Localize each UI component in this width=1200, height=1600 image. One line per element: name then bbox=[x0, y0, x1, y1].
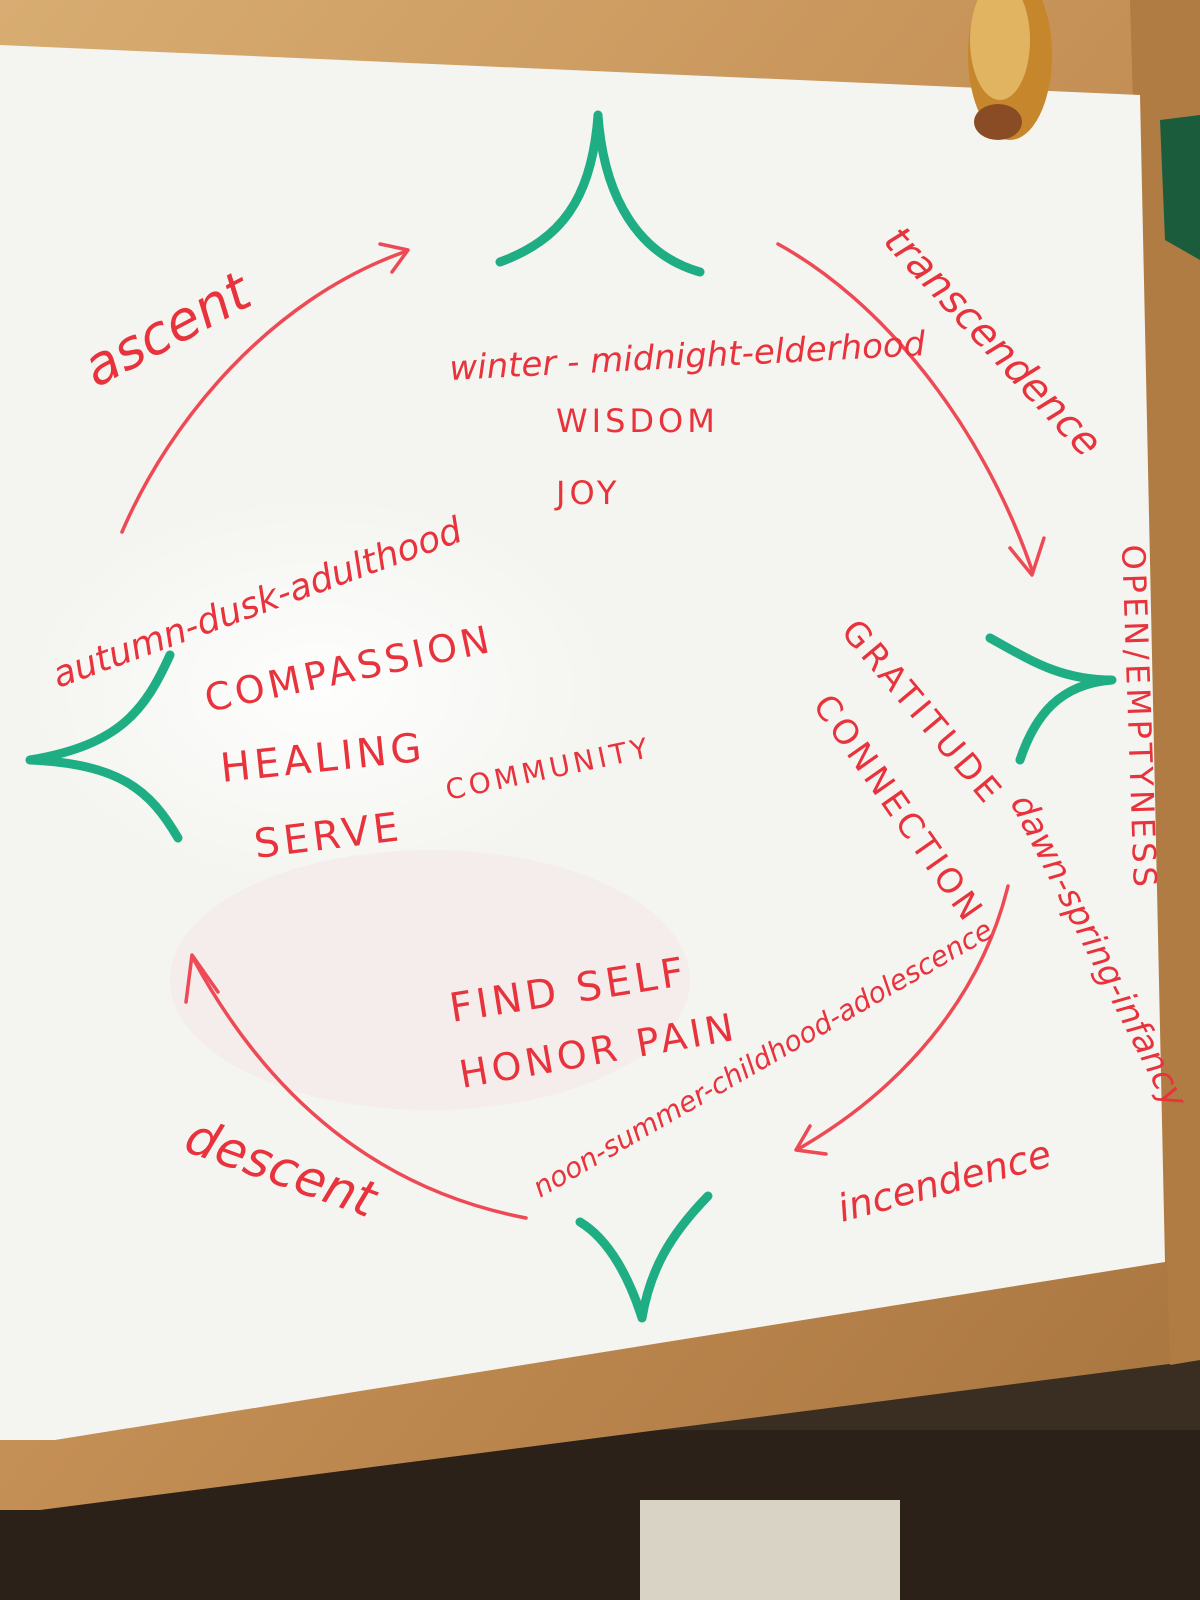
transcendence-arc bbox=[776, 242, 1034, 572]
green-book-edge bbox=[1160, 115, 1200, 260]
incendence-arrowhead bbox=[794, 1124, 828, 1156]
east-marker-icon bbox=[985, 633, 1117, 765]
west-marker-icon bbox=[25, 650, 183, 843]
winter-quality-1: WISDOM bbox=[556, 402, 719, 440]
faint-erased-marks bbox=[170, 850, 690, 1110]
transcendence-arrowhead bbox=[1008, 536, 1046, 577]
cycle-arrows bbox=[120, 242, 1046, 1220]
corn-cob-decoration bbox=[968, 0, 1052, 140]
ascent-arrowhead bbox=[378, 242, 410, 274]
south-marker-icon bbox=[575, 1191, 713, 1323]
incendence-arc bbox=[798, 884, 1010, 1150]
ascent-arc bbox=[120, 250, 406, 534]
descent-arc bbox=[192, 958, 528, 1220]
north-marker-icon bbox=[495, 110, 705, 277]
winter-quality-2: JOY bbox=[554, 474, 620, 512]
light-glare bbox=[20, 490, 620, 890]
cardinal-markers bbox=[25, 110, 1117, 1323]
paper-on-floor bbox=[640, 1500, 900, 1600]
frame-right-edge bbox=[1130, 0, 1200, 1365]
descent-arrowhead bbox=[184, 953, 220, 1004]
